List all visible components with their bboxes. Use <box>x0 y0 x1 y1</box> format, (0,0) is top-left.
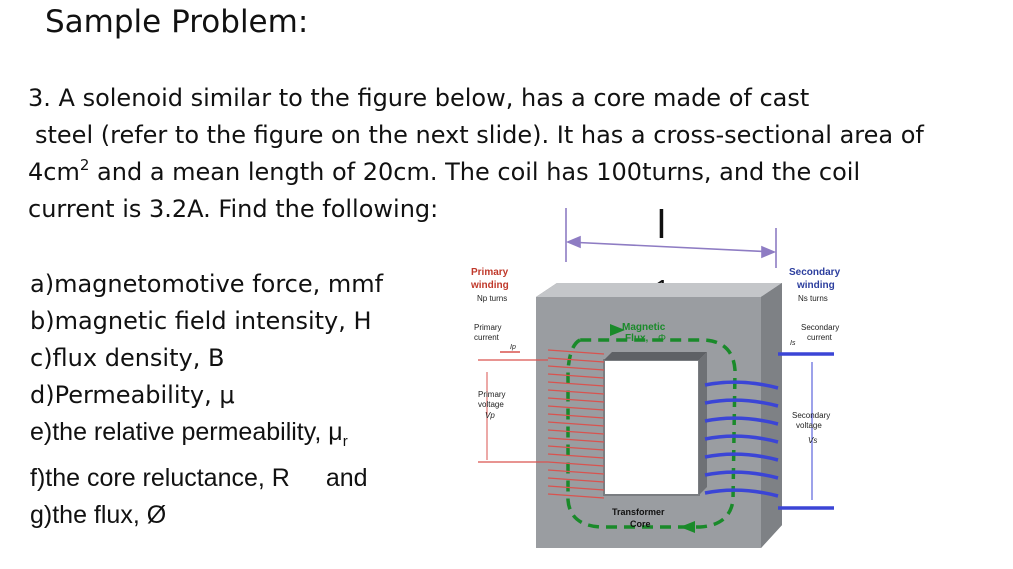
secondary-current-symbol: Is <box>790 340 796 347</box>
magnetic-flux-label: Magnetic <box>622 322 666 333</box>
problem-line-4: current is 3.2A. Find the following: <box>28 195 439 223</box>
primary-current-label: Primary <box>474 323 502 332</box>
flux-path <box>566 338 737 529</box>
primary-coil <box>478 349 605 499</box>
slide-title: Sample Problem: <box>45 4 309 40</box>
question-f: f)the core reluctance, R and <box>30 460 383 497</box>
problem-line-3: 4cm2 and a mean length of 20cm. The coil… <box>28 154 998 191</box>
question-c: c)flux density, B <box>30 344 225 372</box>
primary-winding-label: Primary <box>471 267 509 278</box>
secondary-winding-label: Secondary <box>789 267 841 278</box>
problem-line-3-text: and a mean length of 20cm. The coil has … <box>97 158 861 186</box>
question-f-text: f)the core reluctance, R <box>30 464 290 492</box>
problem-line-2: steel (refer to the figure on the next s… <box>35 121 924 149</box>
question-e: e)the relative permeability, μr <box>30 414 383 460</box>
primary-current-label-2: current <box>474 333 500 342</box>
dimension-annotation <box>565 208 777 268</box>
magnetic-flux-label-2: Flux, <box>625 333 649 344</box>
question-g: g)the flux, Ø <box>30 501 167 529</box>
secondary-voltage-label-2: voltage <box>796 421 822 430</box>
primary-winding-label-2: winding <box>470 280 509 291</box>
secondary-current-label: Secondary <box>801 323 839 332</box>
secondary-current-label-2: current <box>807 333 833 342</box>
flux-arrow-bottom <box>680 521 695 533</box>
flux-arrow-top <box>610 324 625 336</box>
question-list: a)magnetomotive force, mmf b)magnetic fi… <box>30 266 383 534</box>
handwritten-length-l: l <box>657 203 666 247</box>
secondary-voltage-label: Secondary <box>792 411 830 420</box>
area-exponent: 2 <box>79 156 90 174</box>
primary-turns-label: Np turns <box>477 294 507 303</box>
and-word: and <box>325 464 368 492</box>
question-e-text: e)the relative permeability, μ <box>30 418 343 446</box>
question-d: d)Permeability, μ <box>30 381 235 409</box>
transformer-core-label-2: Core <box>630 519 651 529</box>
secondary-coil <box>704 352 834 510</box>
mu-r-subscript: r <box>342 433 348 450</box>
question-a: a)magnetomotive force, mmf <box>30 270 384 298</box>
magnetic-flux-symbol: Φ <box>658 333 666 344</box>
secondary-voltage-symbol: Vs <box>808 436 817 445</box>
primary-voltage-symbol: Vp <box>485 411 495 420</box>
secondary-winding-label-2: winding <box>796 280 835 291</box>
primary-voltage-label: Primary <box>478 390 506 399</box>
primary-voltage-label-2: voltage <box>478 400 504 409</box>
question-b: b)magnetic field intensity, H <box>30 307 372 335</box>
problem-line-1: 3. A solenoid similar to the figure belo… <box>28 84 810 112</box>
problem-statement: 3. A solenoid similar to the figure belo… <box>28 80 998 228</box>
secondary-turns-label: Ns turns <box>798 294 828 303</box>
primary-current-symbol: Ip <box>510 344 516 351</box>
transformer-core-label: Transformer <box>612 507 665 517</box>
area-value: 4cm <box>28 158 80 186</box>
